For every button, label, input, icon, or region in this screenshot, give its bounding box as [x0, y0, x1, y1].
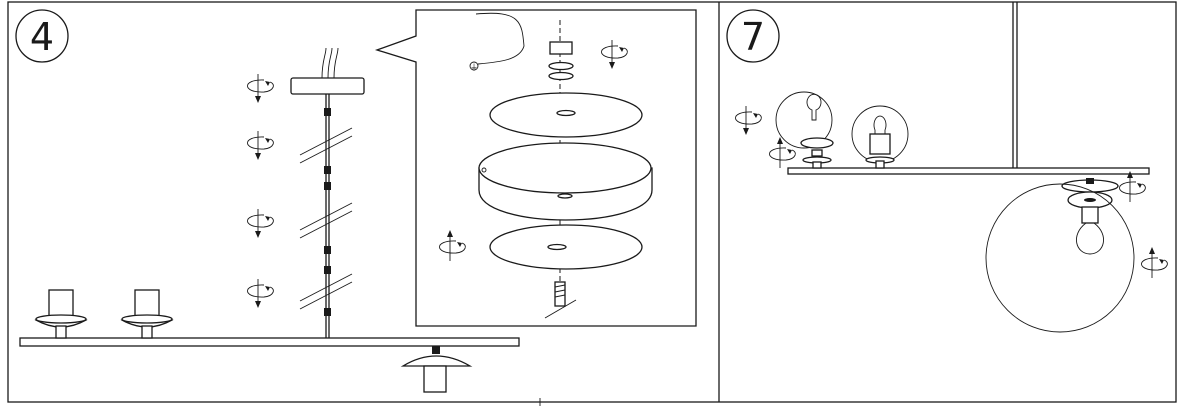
- rotate-arrow-icon: [1141, 246, 1168, 279]
- threaded-rod: [544, 281, 577, 319]
- outer-frame: [7, 1, 1177, 403]
- ceiling-canopy: [290, 77, 365, 95]
- rotate-arrow-icon: [735, 105, 762, 136]
- step-7-panel: 7: [726, 2, 1168, 333]
- rotate-arrow-icon: [769, 136, 796, 169]
- detail-callout: ⏚: [374, 9, 697, 327]
- nut: [549, 41, 573, 55]
- rotate-arrow-icon: [247, 130, 274, 161]
- suspension-rod: [299, 94, 353, 338]
- socket-left-2: [120, 289, 174, 339]
- glass-globe-left: [775, 91, 834, 169]
- rotate-arrow-icon: [247, 73, 274, 104]
- step-4-number: 4: [30, 15, 54, 59]
- step-4-panel: 4: [15, 9, 697, 393]
- washer: [548, 71, 574, 81]
- washer: [548, 61, 574, 71]
- step-7-circle: [726, 9, 780, 63]
- glass-globe-large: [985, 183, 1135, 333]
- lamp-bar: [19, 337, 520, 347]
- top-plate: [489, 92, 643, 138]
- socket-left-1: [34, 289, 88, 339]
- step-4-circle: [15, 9, 69, 63]
- step-7-number: 7: [741, 15, 765, 59]
- bottom-plate: [489, 224, 643, 270]
- socket-under: [1061, 178, 1119, 255]
- ground-symbol: ⏚: [470, 63, 478, 72]
- rotate-arrow-icon: [247, 208, 274, 239]
- rotate-arrow-icon: [247, 278, 274, 309]
- bottom-tick-marks: [200, 398, 541, 406]
- socket-under: [400, 346, 473, 393]
- rotate-arrow-icon: [1119, 170, 1146, 203]
- lamp-bar: [787, 167, 1150, 175]
- canopy-body: [478, 142, 653, 221]
- glass-globe-middle: [851, 105, 909, 169]
